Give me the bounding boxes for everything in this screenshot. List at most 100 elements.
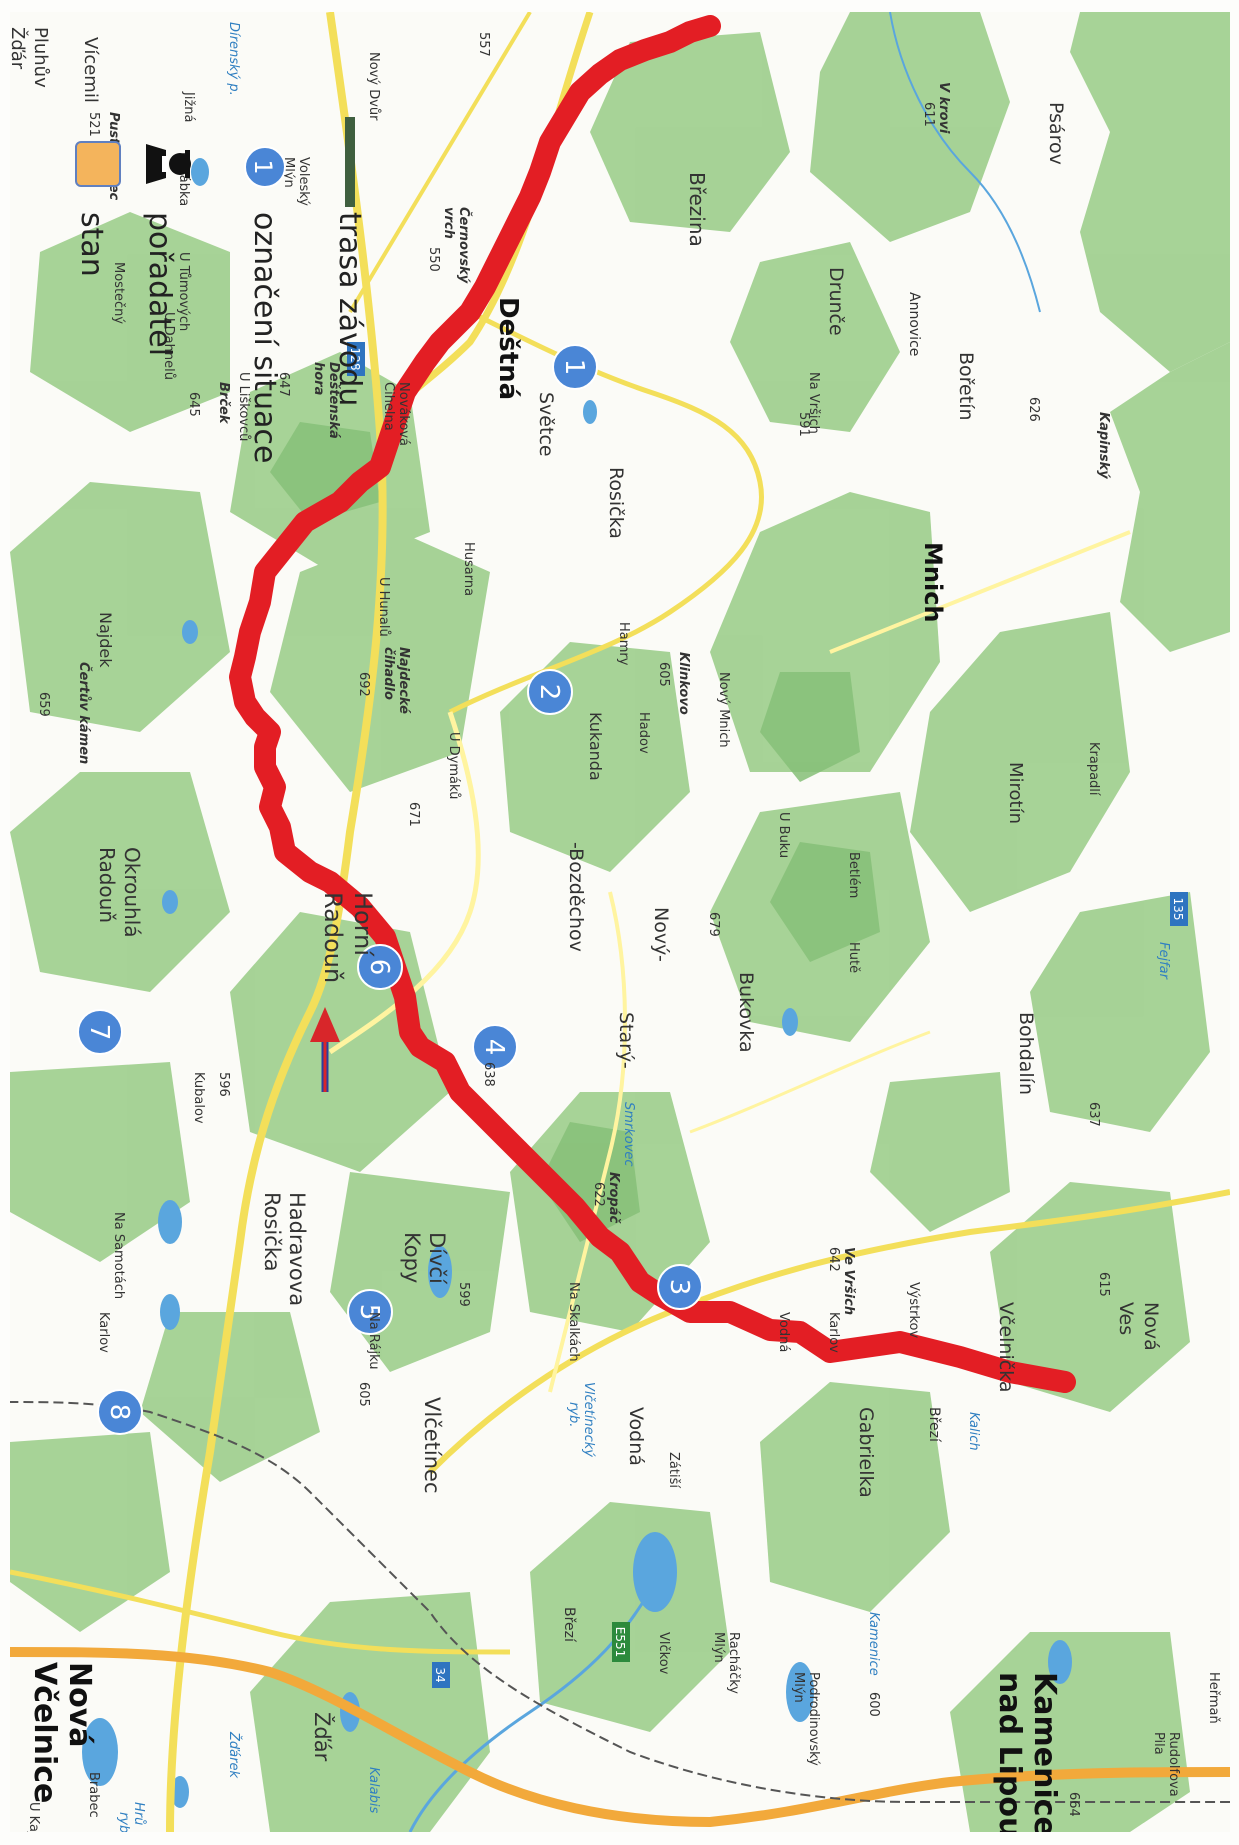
water-direnska: Dírenský p. — [226, 22, 241, 96]
water-kalabis: Kalabis — [366, 1767, 381, 1813]
legend-route-swatch — [345, 117, 355, 207]
road-number-e551: E551 — [613, 1627, 627, 1658]
forest-area — [30, 212, 230, 432]
pond — [158, 1200, 182, 1244]
situation-marker-number: 6 — [364, 959, 394, 976]
town-najdek: Najdek — [96, 612, 115, 668]
situation-marker-circle — [527, 669, 573, 715]
label-vlckov: Vlčkov — [656, 1632, 671, 1675]
forest-area — [910, 612, 1130, 912]
pond — [428, 1246, 452, 1298]
label-na-vrsich: Na Vršich — [806, 372, 821, 434]
dense-forest-areas — [270, 422, 880, 1242]
forest-area — [270, 532, 490, 792]
town-destna: Deštná — [493, 297, 523, 400]
pond — [82, 1718, 118, 1786]
forest-area — [590, 32, 790, 232]
peak-596: 596 — [216, 1072, 231, 1097]
label-hamry: Hamry — [616, 622, 631, 666]
legend-situation-marker — [244, 146, 286, 188]
peak-692: 692 — [356, 672, 371, 697]
town-psarov: Psárov — [1045, 102, 1067, 165]
peak-605b: 605 — [356, 1382, 371, 1407]
town-okrouhla-radoun-1: Okrouhlá — [120, 847, 144, 938]
peak-najdecke-1: Najdecké — [396, 647, 411, 714]
label-hute: Hutě — [846, 942, 861, 973]
town-vcelnicka: Včelnička — [995, 1302, 1017, 1393]
peak-kropac: Kropáč — [606, 1172, 621, 1224]
water-kamenice-river: Kamenice — [866, 1612, 881, 1676]
forest-area — [1110, 342, 1230, 652]
situation-marker-number: 3 — [664, 1279, 694, 1296]
label-u-liskovcu: U Liškovců — [236, 372, 251, 441]
peak-klinkovo: Klinkovo — [676, 652, 691, 715]
town-plunuv-zdar-1: Pluhův — [30, 27, 51, 88]
town-zdar: Žďár — [310, 1712, 335, 1762]
stream — [889, 12, 1041, 313]
forest-area — [140, 1312, 320, 1482]
town-divci-kopy-1: Dívčí — [425, 1232, 449, 1285]
peak-679: 679 — [706, 912, 721, 937]
road — [348, 12, 532, 314]
label-na-rajku: Na Rájku — [366, 1312, 381, 1370]
pond — [583, 400, 597, 424]
water-vlcetinecky-1: Vlčetínecký — [581, 1382, 596, 1457]
town-kamenice-2: nad Lipou — [992, 1672, 1027, 1832]
road-shields: 128 135 34 E551 — [347, 342, 1188, 1688]
town-borejin: Bořetín — [955, 352, 977, 421]
town-svetce: Světce — [535, 392, 557, 457]
peak-brcek: Brček — [216, 382, 231, 425]
label-brabec: Brabec — [86, 1772, 101, 1818]
peak-cernovsky-1: Černovský — [456, 207, 472, 284]
peak-ve-vrsich: Ve Vršich — [841, 1247, 856, 1315]
label-novakova-cihelna-1: Nováková — [396, 382, 411, 446]
road — [328, 711, 481, 1055]
forest-area — [730, 242, 900, 432]
situation-marker-4: 4 — [472, 1024, 518, 1070]
town-hadravova-rosicka-1: Hadravova — [285, 1192, 309, 1306]
label-rachacky-mlyn-2: Mlýn — [711, 1632, 726, 1663]
peak-642: 642 — [826, 1247, 841, 1272]
label-vystrkov: Výstrkov — [906, 1282, 921, 1338]
label-u-dahnelu: U Dahnelů — [161, 312, 176, 380]
situation-marker-number: 5 — [354, 1304, 384, 1321]
situation-marker-circle — [77, 1009, 123, 1055]
peak-najdecke-2: čihadlo — [381, 647, 396, 700]
legend-situation-number: 1 — [249, 159, 277, 174]
label-husarna: Husarna — [461, 542, 476, 596]
situation-marker-3: 3 — [657, 1264, 703, 1310]
forest-area — [870, 1072, 1010, 1232]
label-hadov: Hadov — [636, 712, 651, 754]
label-na-samotach: Na Samotách — [111, 1212, 126, 1299]
pond — [171, 1776, 189, 1808]
situation-marker-5: 5 — [347, 1289, 393, 1335]
situation-marker-6: 6 — [357, 944, 403, 990]
situation-marker-circle — [347, 1289, 393, 1335]
town-bohdalin: Bohdalín — [1015, 1012, 1037, 1095]
legend-tent-text: stan — [74, 212, 109, 277]
label-krapadli: Krapadlí — [1086, 742, 1101, 796]
label-novy-dvur: Nový Dvůr — [366, 52, 381, 121]
town-nova-ves-2: Ves — [1115, 1302, 1137, 1335]
pond — [1048, 1640, 1072, 1684]
town-okrouhla-radoun-2: Radouň — [95, 847, 119, 923]
peak-destenska-hora-1: Deštenská — [326, 362, 341, 439]
legend: trasa závodu 1 označení situace pořadate… — [74, 117, 367, 463]
town-vicemil: Vícemil — [80, 37, 101, 103]
town-novy-bozdechov: Nový- — [650, 907, 672, 962]
town-hadravova-rosicka-2: Rosička — [260, 1192, 284, 1271]
situation-marker-circle — [357, 944, 403, 990]
town-labels: Deštná Mnich Rosička Světce Nový- -Bozdě… — [10, 27, 1162, 1832]
road — [689, 1030, 931, 1134]
town-mnich: Mnich — [919, 542, 947, 623]
label-na-skalkach: Na Skalkách — [566, 1282, 581, 1362]
label-u-tumovych: U Tůmových — [176, 252, 191, 331]
situation-marker-number: 7 — [84, 1024, 114, 1041]
label-volesky-mlyn-1: Voleský — [296, 157, 311, 206]
peak-626: 626 — [1026, 397, 1041, 422]
peak-destenska-hora-2: hora — [311, 362, 326, 395]
pond — [191, 158, 209, 186]
